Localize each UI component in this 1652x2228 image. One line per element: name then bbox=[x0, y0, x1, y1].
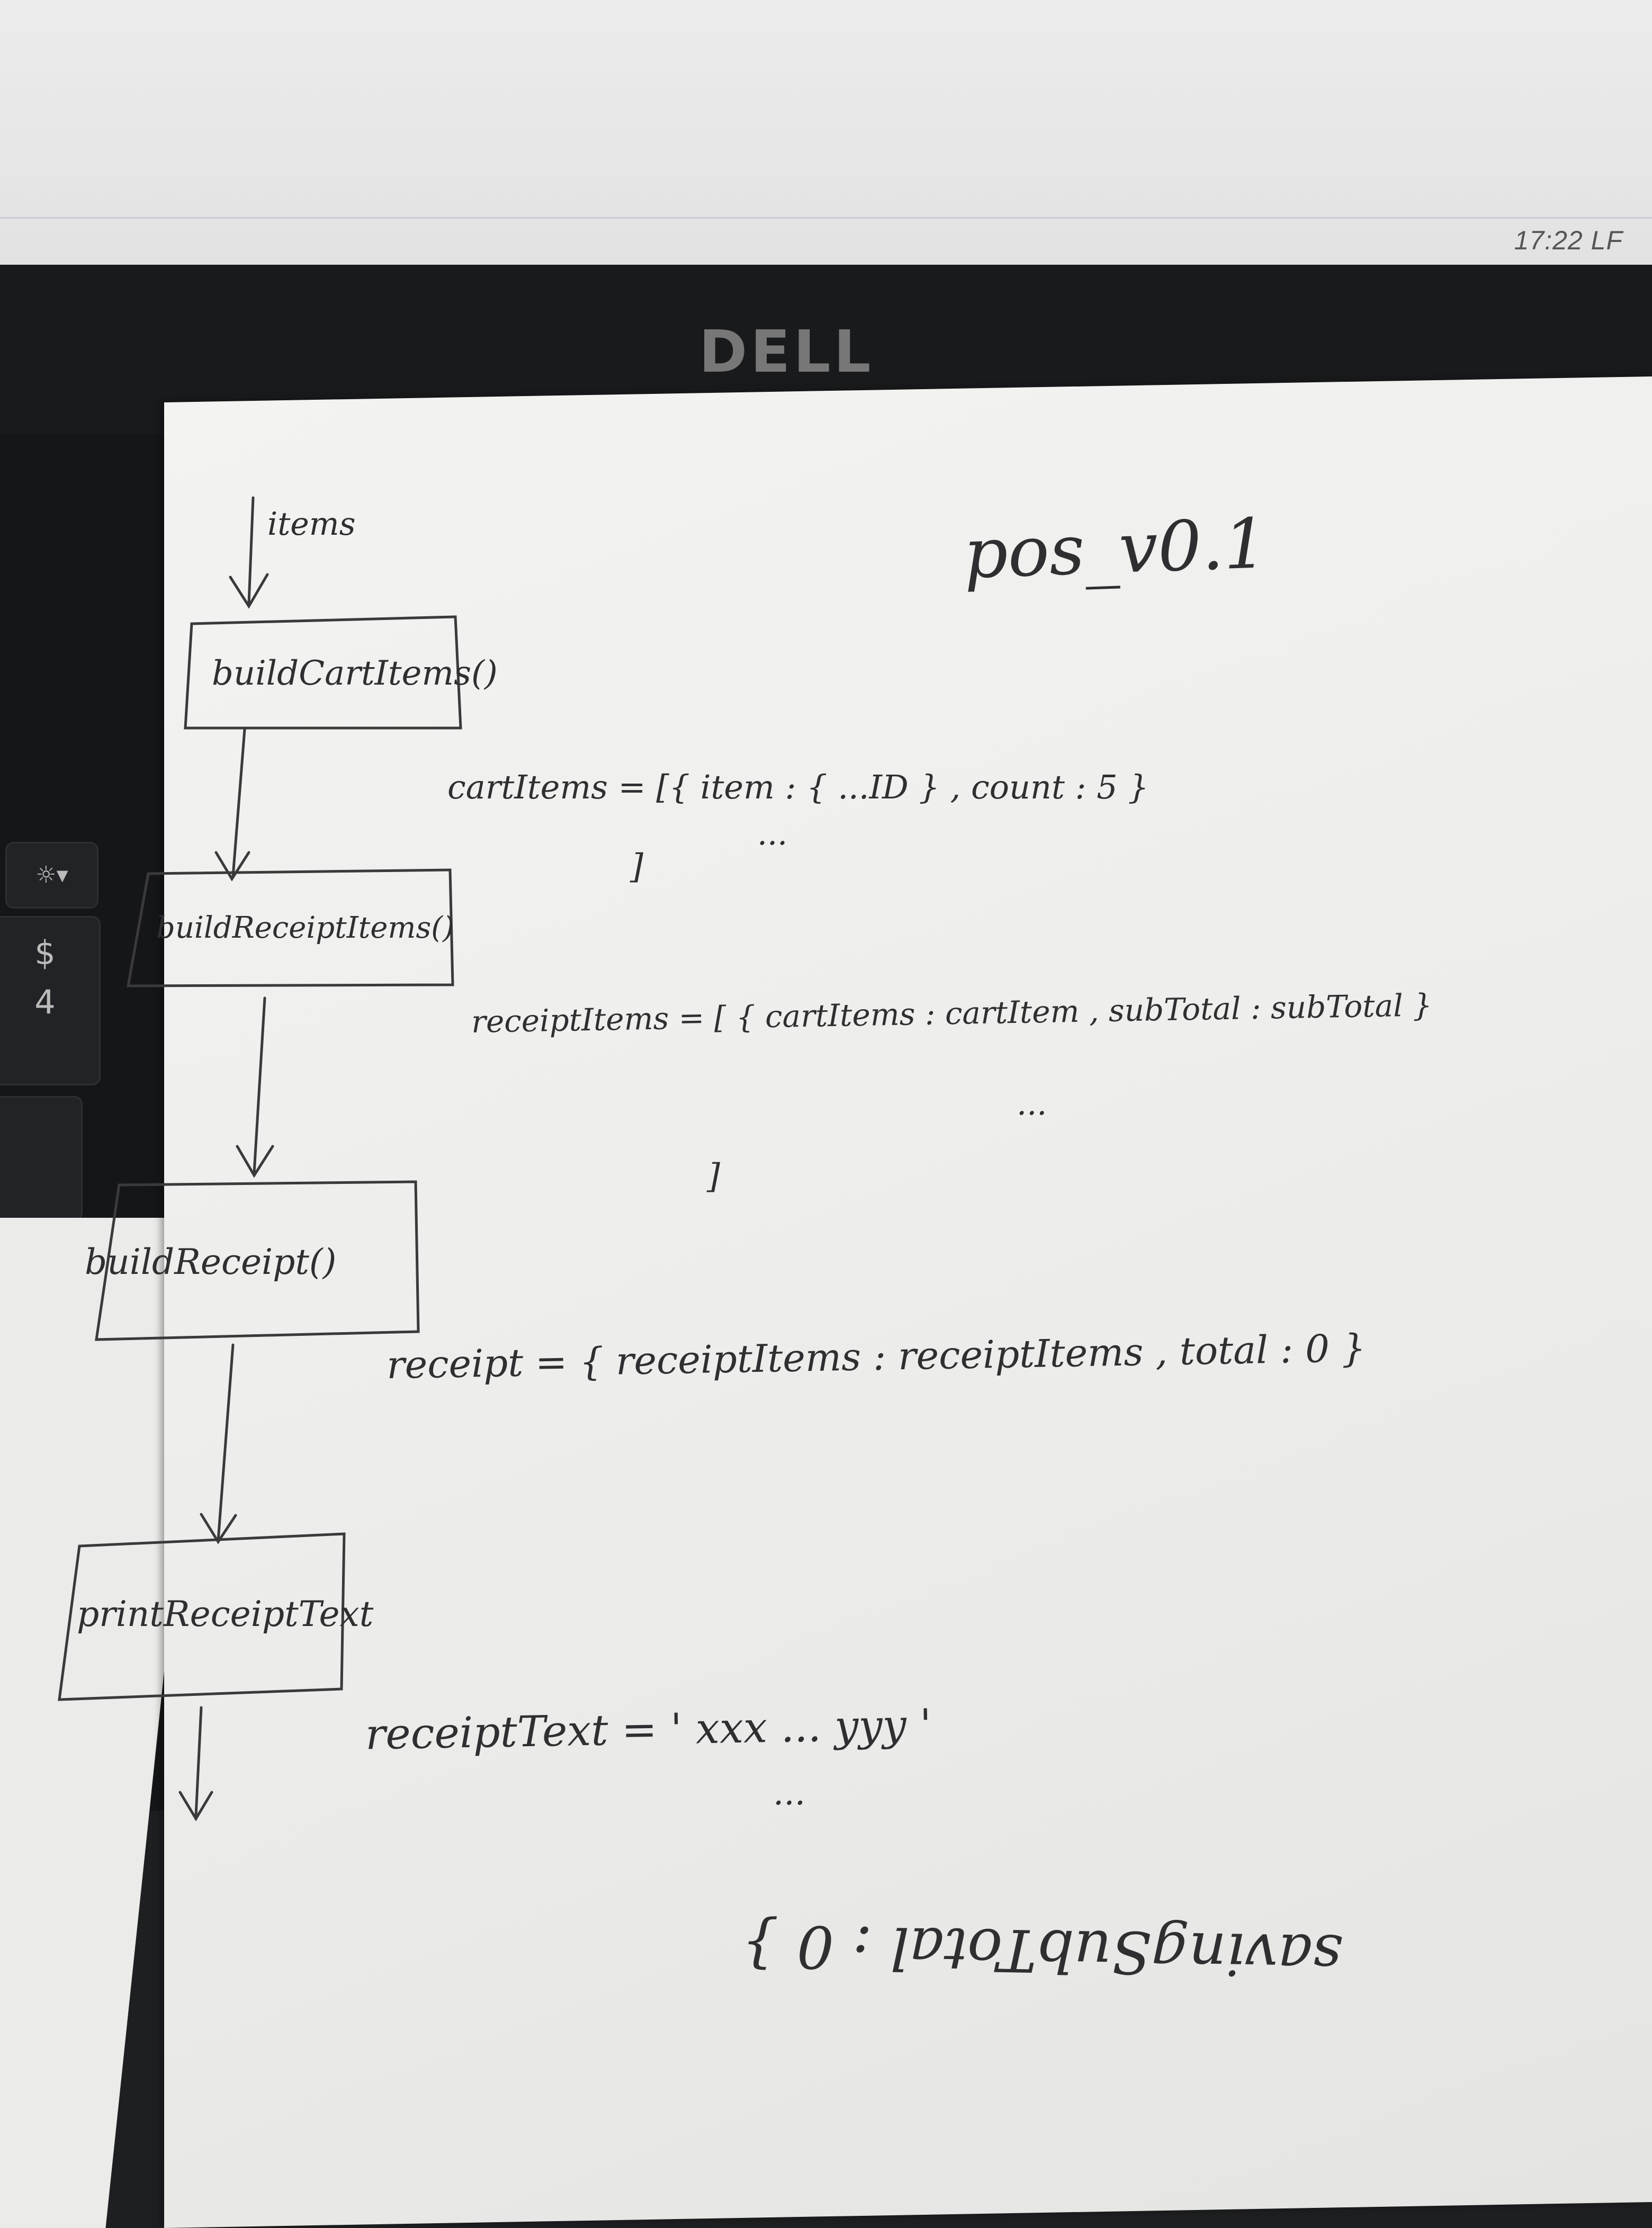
step-4-output: receiptText = ' xxx ... yyy ' bbox=[365, 1700, 932, 1759]
clock-suffix: LF bbox=[1591, 226, 1623, 255]
screen-divider bbox=[0, 217, 1652, 219]
step-3-function: buildReceipt() bbox=[85, 1242, 337, 1282]
box-buildcartitems bbox=[184, 615, 462, 730]
step-1-output: cartItems = [{ item : { ...ID } , count … bbox=[447, 768, 1149, 806]
dollar-four-key: $ 4 bbox=[0, 916, 101, 1085]
arrow-3 bbox=[200, 1343, 237, 1544]
box-printreceipttext bbox=[58, 1532, 346, 1701]
step-1-closing: ] bbox=[630, 847, 643, 886]
brand-logo: DELL bbox=[699, 318, 874, 385]
step-2-continuation: ... bbox=[1017, 1085, 1047, 1122]
step-2-function: buildReceiptItems() bbox=[156, 911, 454, 945]
step-1-function: buildCartItems() bbox=[212, 654, 498, 693]
step-2-closing: ] bbox=[707, 1157, 720, 1196]
arrow-1 bbox=[214, 728, 250, 882]
blank-key bbox=[0, 1096, 83, 1221]
taskbar-clock: 17:22 LF bbox=[1514, 225, 1623, 256]
arrow-input-items bbox=[229, 496, 269, 609]
step-4-function: printReceiptText bbox=[77, 1594, 374, 1634]
four-key-label: 4 bbox=[34, 983, 56, 1021]
box-buildreceiptitems bbox=[127, 868, 454, 987]
step-4-continuation: ... bbox=[773, 1774, 806, 1813]
upside-down-note: savingSubTotal : 0 } bbox=[740, 1911, 1343, 1990]
input-label-items: items bbox=[267, 506, 356, 543]
monitor-screen: 17:22 LF bbox=[0, 0, 1652, 265]
box-buildreceipt bbox=[95, 1180, 420, 1341]
fn-key: ☼▾ bbox=[5, 842, 98, 909]
arrow-output bbox=[178, 1706, 213, 1821]
step-1-continuation: ... bbox=[757, 815, 788, 852]
dollar-key-label: $ bbox=[34, 933, 56, 972]
arrow-2 bbox=[236, 996, 274, 1178]
clock-time: 17:22 bbox=[1514, 226, 1583, 255]
sheet-title: pos_v0.1 bbox=[962, 503, 1269, 594]
